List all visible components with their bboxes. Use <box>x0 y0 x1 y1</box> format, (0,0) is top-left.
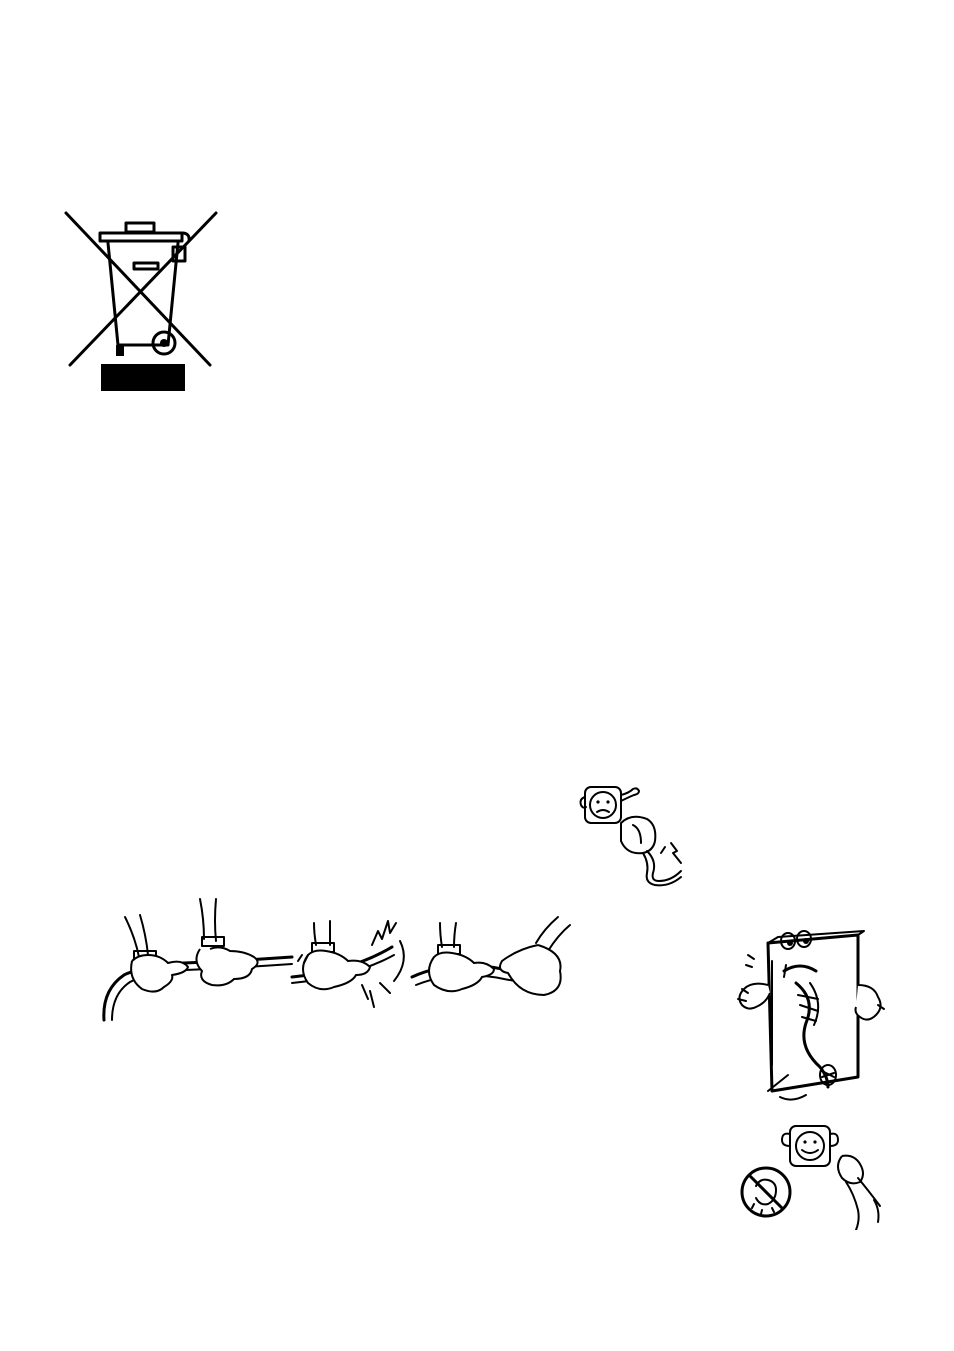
no-wet-hands-on-plug-icon <box>740 1125 881 1230</box>
wet-hands-illustration <box>738 1120 888 1230</box>
weee-symbol <box>60 205 225 395</box>
cable-handling-illustration <box>100 895 580 1025</box>
plug-face-illustration <box>575 775 695 890</box>
fridge-door-illustration <box>728 925 890 1110</box>
hands-handling-power-cable-icon <box>102 898 571 1022</box>
crossed-out-wheelie-bin-icon <box>64 211 218 391</box>
cable-pinched-in-fridge-door-icon <box>737 930 885 1101</box>
unhappy-plug-with-sparking-cable-icon <box>579 786 682 887</box>
